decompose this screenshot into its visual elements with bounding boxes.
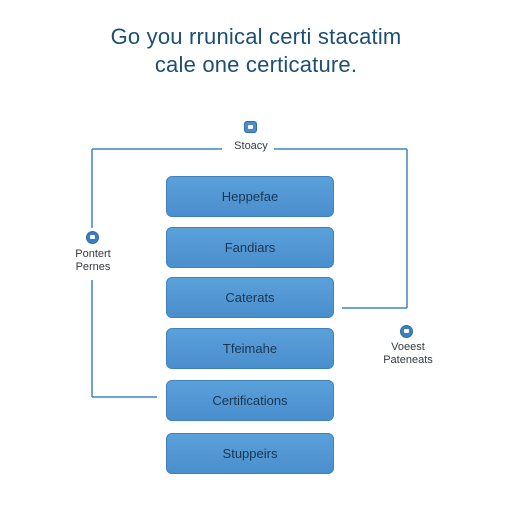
stack-box-4: Tfeimahe — [166, 328, 334, 369]
stack-box-3: Caterats — [166, 277, 334, 318]
stack-box-2: Fandiars — [166, 227, 334, 268]
diagram-title-line-1: Go you rrunical certi stacatim — [110, 24, 402, 49]
stack-box-6: Stuppeirs — [166, 433, 334, 474]
stack-box-1: Heppefae — [166, 176, 334, 217]
right-node-label-line-2: Pateneats — [383, 354, 433, 366]
stack-box-label: Caterats — [225, 290, 275, 305]
stack-box-label: Heppefae — [221, 189, 279, 204]
right-node-label-line-1: Voeest — [391, 341, 425, 353]
stack-box-label: Stuppeirs — [222, 446, 278, 461]
stack-box-label: Certifications — [212, 393, 288, 408]
left-node-label-line-1: Pontert — [75, 248, 111, 260]
diagram-title-line-2: cale one certicature. — [154, 52, 358, 77]
stack-box-5: Certifications — [166, 380, 334, 421]
stack-box-label: Tfeimahe — [222, 341, 278, 356]
top-node-label: Stoacy — [234, 140, 268, 152]
document-icon — [245, 122, 256, 132]
right-info-icon — [401, 326, 412, 337]
left-info-icon — [87, 232, 98, 243]
stack-box-label: Fandiars — [224, 240, 276, 255]
left-node-label-line-2: Pernes — [75, 261, 111, 273]
